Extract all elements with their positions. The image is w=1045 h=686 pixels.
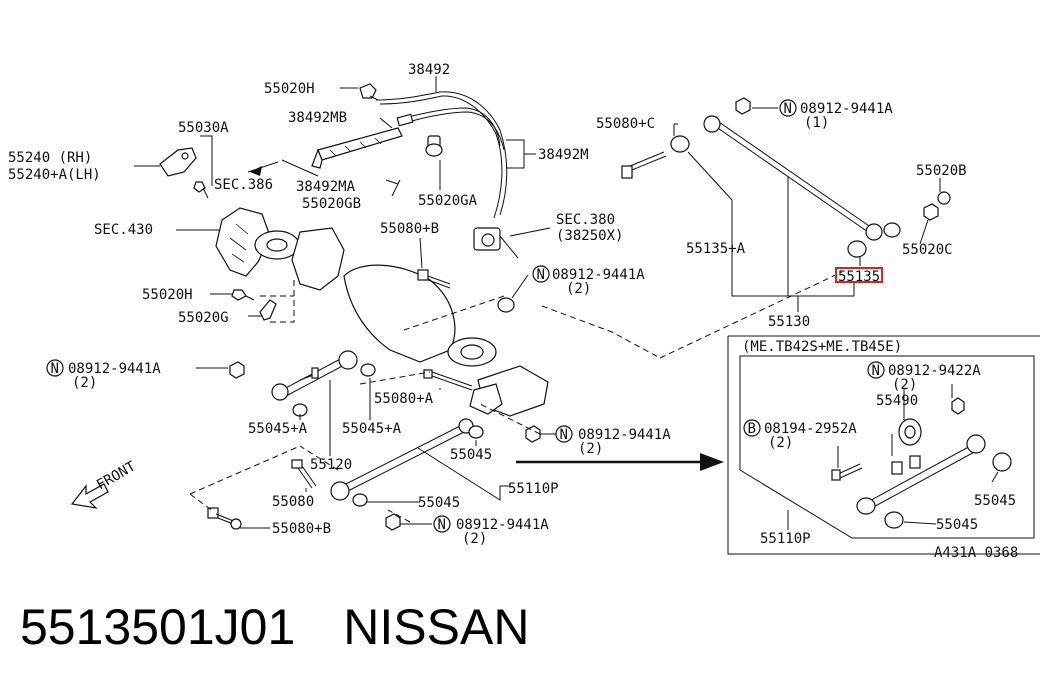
label-38492: 38492 bbox=[408, 62, 450, 78]
inset-label-08194: 08194-2952A bbox=[764, 421, 857, 437]
bolt-55020h-top bbox=[359, 83, 379, 101]
label-55020h-top: 55020H bbox=[264, 81, 315, 97]
part-labels: 55020H 38492 38492MB 38492M 55030A 55240… bbox=[8, 62, 967, 547]
label-08912-top-qty: (1) bbox=[804, 115, 829, 131]
differential-housing bbox=[215, 207, 549, 417]
label-55030a: 55030A bbox=[178, 120, 229, 136]
label-55020gb: 55020GB bbox=[302, 196, 361, 212]
brake-valve bbox=[473, 227, 519, 259]
label-55135a: 55135+A bbox=[686, 241, 746, 257]
label-55135: 55135 bbox=[838, 269, 880, 285]
label-38250x: (38250X) bbox=[556, 228, 623, 244]
label-55080b-top: 55080+B bbox=[380, 221, 439, 237]
nut-mark-symbols: N N N N N N B bbox=[46, 99, 885, 533]
label-38492mb: 38492MB bbox=[288, 110, 347, 126]
bolt-mark: B bbox=[748, 421, 756, 437]
brake-pipe-38492 bbox=[375, 91, 508, 219]
nut-mark: N bbox=[560, 427, 568, 443]
label-55080b-low: 55080+B bbox=[272, 521, 331, 537]
nut-08912-left bbox=[229, 361, 245, 379]
nut-08912-bot bbox=[385, 513, 401, 531]
label-08912-top: 08912-9441A bbox=[800, 101, 893, 117]
label-38492m: 38492M bbox=[538, 147, 589, 163]
inset-label-08194-qty: (2) bbox=[768, 435, 793, 451]
label-08912-bot-qty: (2) bbox=[462, 531, 487, 547]
label-55120: 55120 bbox=[310, 457, 352, 473]
highlight-box bbox=[835, 267, 883, 283]
nut-mark: N bbox=[784, 101, 792, 117]
label-55080c: 55080+C bbox=[596, 116, 655, 132]
label-55045-low: 55045 bbox=[418, 495, 460, 511]
label-55045a-1: 55045+A bbox=[248, 421, 308, 437]
label-08912-low: 08912-9441A bbox=[578, 427, 671, 443]
label-front: FRONT bbox=[94, 458, 139, 493]
label-55080: 55080 bbox=[272, 494, 314, 510]
clip-bracket-55240 bbox=[159, 147, 209, 199]
inset-label-55490: 55490 bbox=[876, 393, 918, 409]
nut-08912-low bbox=[525, 425, 541, 443]
label-55110p: 55110P bbox=[508, 481, 559, 497]
bolt-55080 bbox=[291, 459, 317, 489]
bolt-55080a bbox=[423, 369, 473, 391]
label-55045-mid: 55045 bbox=[450, 447, 492, 463]
inset-label-55045-bottom: 55045 bbox=[936, 517, 978, 533]
inset-label-55110p: 55110P bbox=[760, 531, 811, 547]
label-55240a: 55240+A(LH) bbox=[8, 167, 101, 183]
lower-arm-55120 bbox=[271, 350, 376, 417]
label-sec430: SEC.430 bbox=[94, 222, 153, 238]
inset-label-08912-9422a-qty: (2) bbox=[892, 377, 917, 393]
arrow-to-inset bbox=[516, 453, 724, 471]
label-55020g: 55020G bbox=[178, 310, 229, 326]
nut-mark: N bbox=[51, 361, 59, 377]
inset-title: (ME.TB42S+ME.TB45E) bbox=[742, 339, 902, 355]
label-08912-bot: 08912-9441A bbox=[456, 517, 549, 533]
label-55020h-mid: 55020H bbox=[142, 287, 193, 303]
nut-mark: N bbox=[438, 517, 446, 533]
label-08912-left: 08912-9441A bbox=[68, 361, 161, 377]
hose-bracket-38492mb bbox=[311, 127, 403, 169]
clip-55020g bbox=[259, 299, 277, 321]
label-08912-mid: 08912-9441A bbox=[552, 267, 645, 283]
inset-label-55045-right: 55045 bbox=[974, 493, 1016, 509]
diagram-reference: A431A 0368 bbox=[934, 545, 1018, 561]
label-55045a-2: 55045+A bbox=[342, 421, 402, 437]
label-08912-left-qty: (2) bbox=[72, 375, 97, 391]
bolt-55080c bbox=[621, 151, 667, 179]
leader-lines bbox=[134, 76, 941, 529]
inset-label-08912-9422a: 08912-9422A bbox=[888, 363, 981, 379]
label-55080a: 55080+A bbox=[374, 391, 434, 407]
nut-08912-mid bbox=[497, 297, 515, 313]
brand-name: NISSAN bbox=[343, 599, 530, 655]
label-55020ga: 55020GA bbox=[418, 193, 478, 209]
label-55240: 55240 (RH) bbox=[8, 150, 92, 166]
label-55130: 55130 bbox=[768, 314, 810, 330]
dashed-reference-lines bbox=[189, 271, 843, 523]
nut-mark: N bbox=[537, 267, 545, 283]
upper-link-55135 bbox=[670, 97, 951, 258]
inset-labels: (ME.TB42S+ME.TB45E) 08912-9422A (2) 5549… bbox=[742, 339, 1018, 561]
part-number: 5513501J01 bbox=[20, 599, 296, 655]
lateral-rod-55110p bbox=[330, 418, 484, 507]
label-55020b: 55020B bbox=[916, 163, 967, 179]
inset-box bbox=[727, 335, 1040, 555]
label-38492ma: 38492MA bbox=[296, 179, 356, 195]
bolt-55080b-low bbox=[207, 507, 242, 530]
part-footer: 5513501J01 NISSAN bbox=[20, 598, 529, 656]
label-08912-low-qty: (2) bbox=[578, 441, 603, 457]
bolt-55020h-mid bbox=[231, 289, 255, 301]
label-08912-mid-qty: (2) bbox=[566, 281, 591, 297]
label-sec380: SEC.380 bbox=[556, 212, 615, 228]
label-55020c: 55020C bbox=[902, 242, 953, 258]
label-sec386: SEC.386 bbox=[214, 177, 273, 193]
nut-mark: N bbox=[872, 363, 880, 379]
front-arrow bbox=[70, 483, 109, 509]
bolt-55080b-mid bbox=[417, 269, 451, 289]
